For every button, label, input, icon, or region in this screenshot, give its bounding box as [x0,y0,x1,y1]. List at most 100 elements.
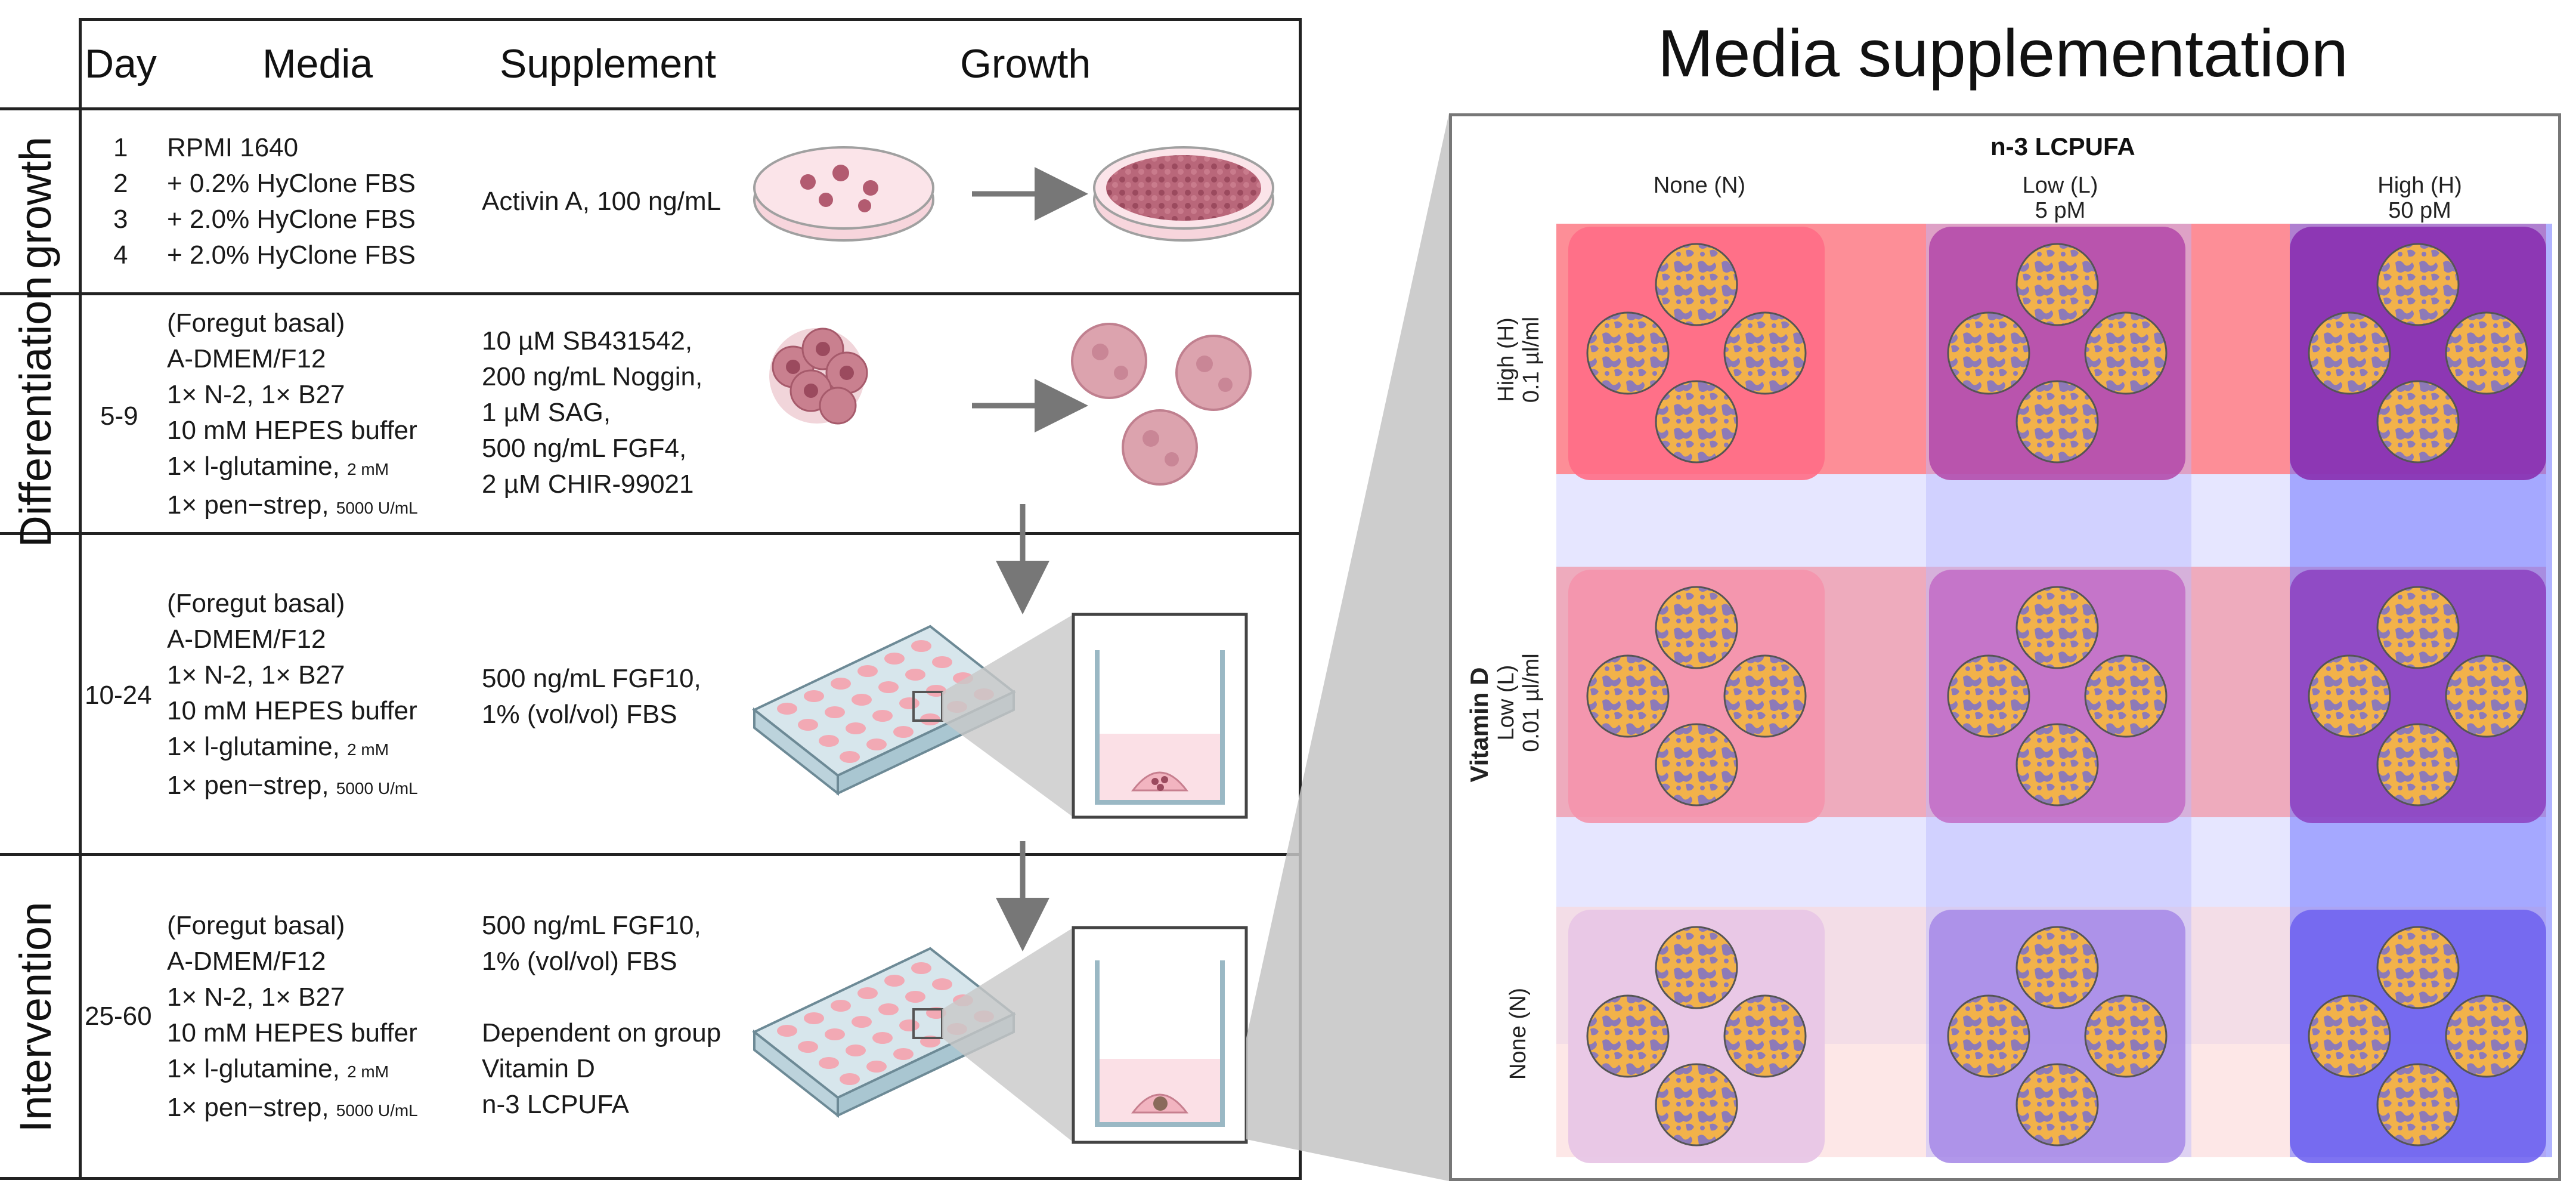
row4-day: 25-60 [85,1002,152,1031]
media-line: 10 mM HEPES buffer [167,1018,417,1047]
cell-low-none [1568,570,1825,823]
media-line: A-DMEM/F12 [167,344,326,373]
day-cell: 2 [113,169,128,198]
media-concentration: 5000 U/mL [336,499,418,517]
media-line: + 2.0% HyClone FBS [167,205,416,234]
supplement-line: Vitamin D [482,1054,595,1083]
column-dose: 5 pM [2035,198,2086,223]
media-line: 1× N-2, 1× B27 [167,982,345,1012]
media-line: A-DMEM/F12 [167,947,326,976]
supplement-line: 1 µM SAG, [482,398,611,427]
day-cell: 3 [113,205,128,234]
row3-day: 10-24 [85,681,152,710]
supplement-line: 500 ng/mL FGF4, [482,434,687,463]
media-concentration: 2 mM [347,1062,389,1081]
day-cell: 4 [113,240,128,270]
supplement-line: Dependent on group [482,1018,722,1047]
row4-supplement: 500 ng/mL FGF10, 1% (vol/vol) FBS Depend… [482,908,721,1123]
column-header-high: High (H) 50 pM [2312,173,2527,223]
supplementation-matrix [1556,224,2552,1163]
row-name: None (N) [1506,987,1531,1080]
petri-dish-sparse [753,146,934,242]
cell-none-low [1929,910,2185,1163]
row-name: High (H) [1494,317,1519,402]
table-bottom-border [0,1177,1302,1180]
well-plate-1 [752,613,1248,819]
supplement-line: n-3 LCPUFA [482,1090,629,1119]
media-line: 1× l-glutamine, [167,452,340,481]
cell-low-high [2290,570,2546,823]
cell-none-high [2290,910,2546,1163]
cell-high-high [2290,227,2546,480]
supplement-line: 500 ng/mL FGF10, [482,664,701,693]
column-dose: 50 pM [2388,198,2451,223]
header-growth: Growth [960,41,1091,86]
media-line: A-DMEM/F12 [167,625,326,654]
supplement-line: 200 ng/mL Noggin, [482,362,703,391]
column-name: Low (L) [2022,173,2098,198]
row-dose: 0.1 µl/ml [1519,316,1544,403]
media-concentration: 5000 U/mL [336,1101,418,1120]
media-line: 1× pen−strep, [167,1093,329,1122]
supplement-line: 1% (vol/vol) FBS [482,947,677,976]
row-divider-2 [0,532,1302,535]
table-header-divider [0,107,1302,110]
phase-label-intervention: Intervention [11,901,60,1133]
media-line: 1× l-glutamine, [167,1054,340,1083]
media-line: 1× N-2, 1× B27 [167,380,345,409]
y-axis-title: Vitamin D [1465,667,1493,783]
media-line: 10 mM HEPES buffer [167,696,417,725]
growth-illustrations [752,146,1274,1144]
phase-label-differentiation: Differentiation [11,276,60,548]
row3-supplement: 500 ng/mL FGF10, 1% (vol/vol) FBS [482,661,701,733]
row-header-low: Low (L) 0.01 µl/ml [1494,613,1547,792]
supplement-line: 1% (vol/vol) FBS [482,700,677,729]
header-supplement: Supplement [500,41,716,86]
row-name: Low (L) [1494,665,1519,741]
cell-cluster [769,327,868,425]
row-divider-1 [0,292,1302,295]
table-right-border [1299,18,1302,1180]
media-line: + 0.2% HyClone FBS [167,169,416,198]
row1-media: RPMI 1640 + 0.2% HyClone FBS + 2.0% HyCl… [167,130,416,273]
column-name: None (N) [1653,173,1746,198]
media-concentration: 2 mM [347,740,389,759]
cell-none-none [1568,910,1825,1163]
well-plate-2 [752,926,1248,1144]
row1-days: 1 2 3 4 [113,130,128,273]
zoom-projection [1246,113,1449,1181]
supplement-line: 500 ng/mL FGF10, [482,911,701,940]
media-line: (Foregut basal) [167,589,345,618]
supplement-line: 10 µM SB431542, [482,326,693,356]
row-dose: 0.01 µl/ml [1519,653,1544,752]
media-line: 1× l-glutamine, [167,732,340,761]
media-line: RPMI 1640 [167,133,299,162]
spheroids [1071,323,1252,486]
table-top-border [79,18,1302,21]
media-concentration: 2 mM [347,460,389,478]
header-media: Media [262,41,373,86]
column-name: High (H) [2377,173,2462,198]
header-day: Day [85,41,157,86]
table-left-border [79,18,82,1180]
media-line: 10 mM HEPES buffer [167,416,417,445]
cell-high-low [1929,227,2185,480]
row2-day: 5-9 [100,401,138,431]
media-concentration: 5000 U/mL [336,779,418,798]
x-axis-title: n-3 LCPUFA [1990,132,2135,160]
column-header-low: Low (L) 5 pM [1953,173,2168,223]
panel-title: Media supplementation [1658,16,2349,91]
cell-high-none [1568,227,1825,480]
media-line: 1× N-2, 1× B27 [167,660,345,690]
row2-media: (Foregut basal) A-DMEM/F12 1× N-2, 1× B2… [167,305,418,526]
row2-supplement: 10 µM SB431542, 200 ng/mL Noggin, 1 µM S… [482,323,702,502]
supplement-line [482,979,721,1015]
media-line: + 2.0% HyClone FBS [167,240,416,270]
row3-media: (Foregut basal) A-DMEM/F12 1× N-2, 1× B2… [167,586,418,806]
row-header-high: High (H) 0.1 µl/ml [1494,270,1547,449]
cell-low-low [1929,570,2185,823]
petri-dish-confluent [1093,146,1274,242]
row-header-none: None (N) [1506,944,1535,1123]
row1-supplement: Activin A, 100 ng/mL [482,187,722,216]
supplement-line: 2 µM CHIR-99021 [482,469,694,499]
